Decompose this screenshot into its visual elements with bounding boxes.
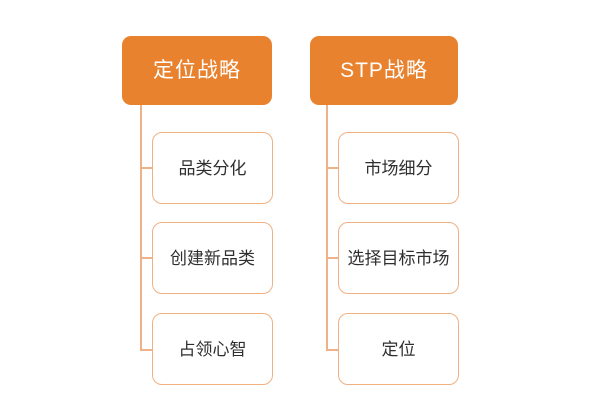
child-node-label: 选择目标市场 [347, 248, 450, 268]
connector-trunk-line [326, 105, 328, 350]
header-node-label: STP战略 [340, 59, 428, 82]
child-node[interactable]: 品类分化 [152, 132, 273, 204]
child-node[interactable]: 占领心智 [152, 313, 273, 385]
connector-stub-line [326, 349, 338, 351]
child-node[interactable]: 创建新品类 [152, 222, 273, 294]
header-node-positioning-strategy[interactable]: 定位战略 [122, 36, 272, 105]
child-node-label: 占领心智 [178, 339, 247, 359]
child-node-label: 市场细分 [364, 158, 433, 178]
connector-trunk-line [140, 105, 142, 350]
child-node[interactable]: 选择目标市场 [338, 222, 459, 294]
connector-stub-line [140, 349, 152, 351]
child-node[interactable]: 定位 [338, 313, 459, 385]
child-node[interactable]: 市场细分 [338, 132, 459, 204]
diagram-column-positioning-strategy: 定位战略 品类分化 创建新品类 占领心智 [122, 0, 282, 411]
diagram-column-stp-strategy: STP战略 市场细分 选择目标市场 定位 [310, 0, 470, 411]
connector-stub-line [326, 257, 338, 259]
connector-stub-line [140, 257, 152, 259]
connector-stub-line [140, 167, 152, 169]
child-node-label: 创建新品类 [170, 248, 255, 268]
header-node-stp-strategy[interactable]: STP战略 [310, 36, 458, 105]
header-node-label: 定位战略 [153, 59, 241, 82]
child-node-label: 定位 [381, 339, 416, 359]
child-node-label: 品类分化 [178, 158, 247, 178]
connector-stub-line [326, 167, 338, 169]
